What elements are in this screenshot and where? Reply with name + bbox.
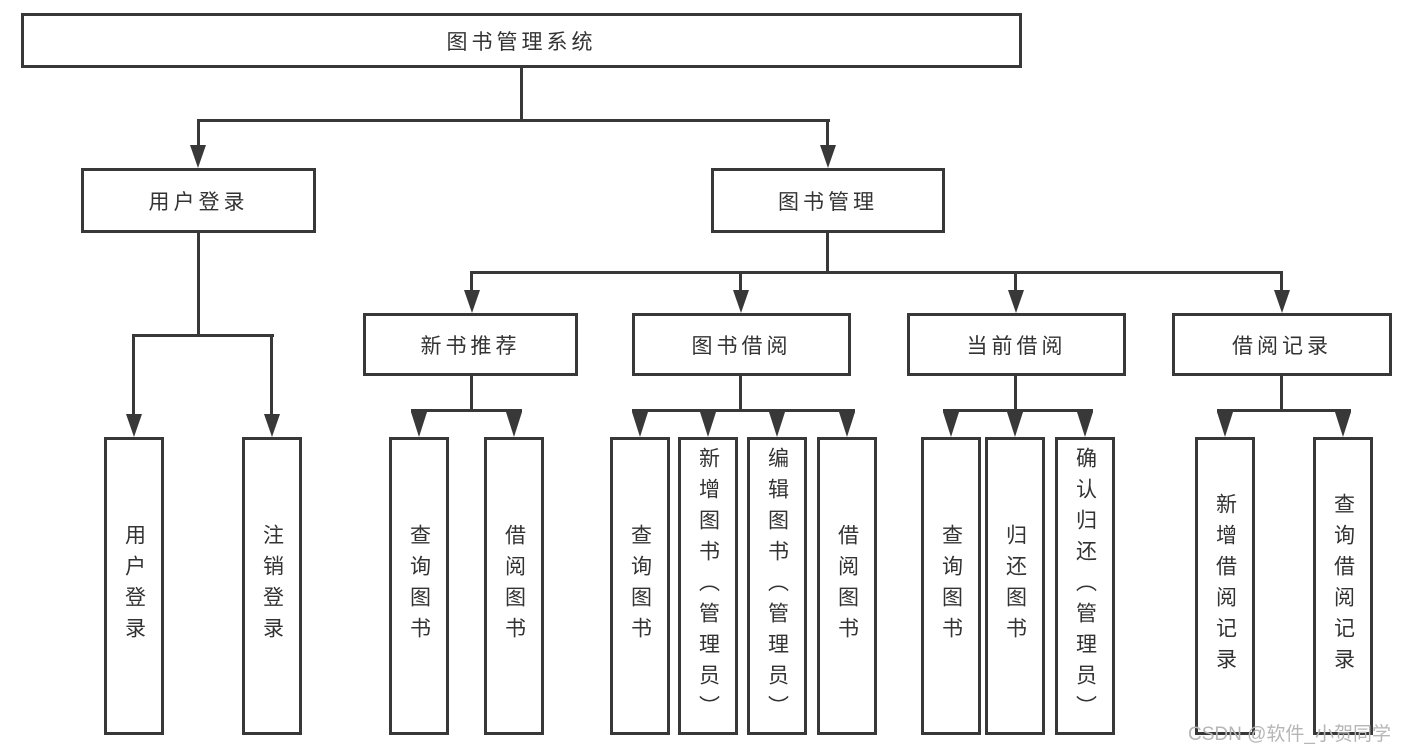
leaf-borrow-books-bb: 借阅图书 (817, 437, 877, 735)
node-borrowing-records: 借阅记录 (1172, 313, 1392, 376)
edge-book-borrow-rail (632, 409, 855, 412)
edge-borrow-records-stem (1280, 376, 1283, 411)
leaf-add-borrow-record: 新增借阅记录 (1195, 437, 1255, 735)
leaf-query-books-nb: 查询图书 (389, 437, 449, 735)
arrow-down-icon (264, 414, 280, 437)
leaf-borrow-books-nb: 借阅图书 (484, 437, 544, 735)
edge-drop-leaf-logout (270, 334, 273, 416)
arrow-down-icon (126, 414, 142, 437)
arrow-down-icon (839, 412, 855, 437)
edge-borrow-records-rail (1217, 409, 1351, 412)
edge-current-borrow-rail (943, 409, 1093, 412)
arrow-down-icon (1077, 412, 1093, 437)
arrow-down-icon (464, 290, 480, 313)
arrow-down-icon (700, 412, 716, 437)
edge-drop-borrow-records (1280, 271, 1283, 293)
node-new-book-recommend: 新书推荐 (363, 313, 578, 376)
arrow-down-icon (190, 145, 206, 168)
edge-user-login-stem (197, 233, 200, 337)
arrow-down-icon (411, 412, 427, 437)
edge-drop-user-login (197, 119, 200, 147)
leaf-edit-books-admin: 编辑图书（管理员） (747, 437, 807, 735)
arrow-down-icon (769, 412, 785, 437)
leaf-query-borrow-record: 查询借阅记录 (1313, 437, 1373, 735)
leaf-add-books-admin: 新增图书（管理员） (678, 437, 738, 735)
node-current-borrowing: 当前借阅 (907, 313, 1126, 376)
edge-drop-current-borrow (1014, 271, 1017, 293)
edge-level3-rail (470, 271, 1282, 274)
edge-book-mgmt-stem (826, 233, 829, 274)
edge-new-books-rail (411, 409, 522, 412)
node-root-library-system: 图书管理系统 (21, 13, 1022, 68)
arrow-down-icon (1217, 412, 1233, 437)
node-user-login: 用户登录 (81, 168, 316, 233)
arrow-down-icon (1007, 412, 1023, 437)
edge-drop-book-borrow (739, 271, 742, 293)
leaf-confirm-return-admin: 确认归还（管理员） (1055, 437, 1115, 735)
arrow-down-icon (733, 290, 749, 313)
arrow-down-icon (1335, 412, 1351, 437)
leaf-query-books-cb: 查询图书 (921, 437, 981, 735)
edge-current-borrow-stem (1014, 376, 1017, 411)
leaf-return-books: 归还图书 (985, 437, 1045, 735)
edge-drop-book-mgmt (826, 119, 829, 147)
arrow-down-icon (506, 412, 522, 437)
node-book-borrowing: 图书借阅 (632, 313, 851, 376)
edge-root-stem (520, 68, 523, 121)
edge-drop-leaf-login (132, 334, 135, 416)
leaf-user-login: 用户登录 (104, 437, 164, 735)
edge-user-login-rail (132, 334, 274, 337)
edge-level1-rail (197, 119, 830, 122)
node-book-management: 图书管理 (711, 168, 945, 233)
edge-new-books-stem (470, 376, 473, 411)
edge-drop-new-books (470, 271, 473, 293)
arrow-down-icon (820, 145, 836, 168)
leaf-logout: 注销登录 (242, 437, 302, 735)
csdn-watermark: CSDN @软件_小贺同学 (1188, 724, 1391, 745)
arrow-down-icon (1008, 290, 1024, 313)
edge-book-borrow-stem (739, 376, 742, 411)
arrow-down-icon (1274, 290, 1290, 313)
arrow-down-icon (632, 412, 648, 437)
leaf-query-books-bb: 查询图书 (610, 437, 670, 735)
arrow-down-icon (943, 412, 959, 437)
